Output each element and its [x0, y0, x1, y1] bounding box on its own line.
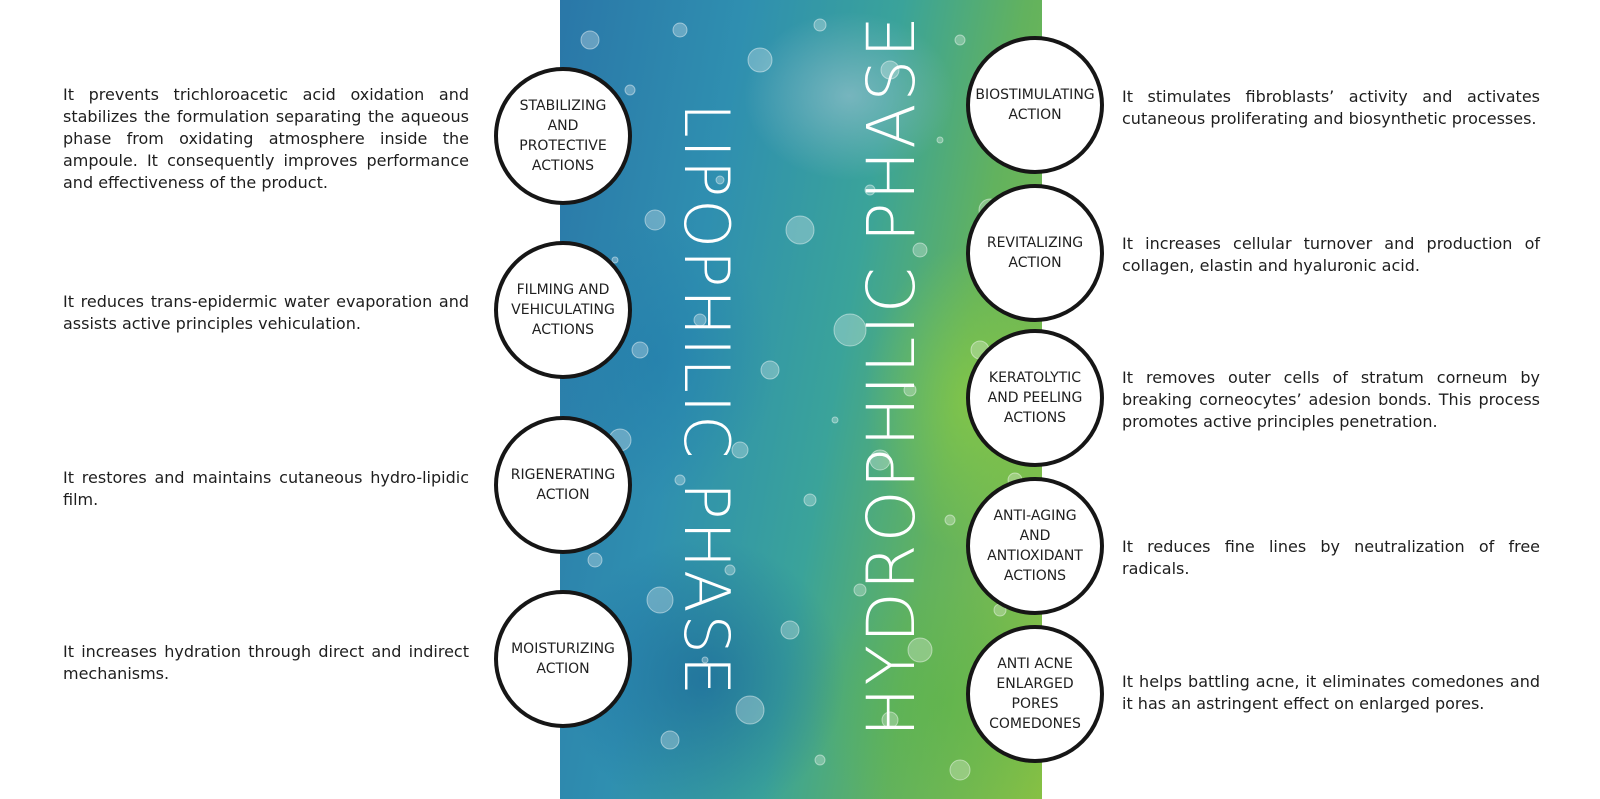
revitalizing-label: REVITALIZING ACTION: [986, 235, 1084, 271]
anti-acne-circle: ANTI ACNE ENLARGED PORES COMEDONES: [966, 625, 1104, 763]
anti-aging-description: It reduces fine lines by neutralization …: [1122, 537, 1540, 578]
keratolytic-description: It removes outer cells of stratum corneu…: [1122, 368, 1540, 431]
revitalizing-description: It increases cellular turnover and produ…: [1122, 234, 1540, 275]
moisturizing-description: It increases hydration through direct an…: [63, 642, 469, 683]
anti-aging-circle: ANTI-AGING AND ANTIOXIDANT ACTIONS: [966, 477, 1104, 615]
filming-label: FILMING AND VEHICULATING ACTIONS: [511, 282, 615, 338]
anti-aging-label: ANTI-AGING AND ANTIOXIDANT ACTIONS: [987, 508, 1083, 584]
water-droplet-background: [560, 0, 1042, 799]
stabilizing-label: STABILIZING AND PROTECTIVE ACTIONS: [519, 98, 607, 174]
moisturizing-circle: MOISTURIZING ACTION: [494, 590, 632, 728]
filming-circle: FILMING AND VEHICULATING ACTIONS: [494, 241, 632, 379]
biostimulating-circle: BIOSTIMULATING ACTION: [966, 36, 1104, 174]
biostimulating-description: It stimulates fibroblasts’ activity and …: [1122, 87, 1540, 128]
biostimulating-label: BIOSTIMULATING ACTION: [975, 87, 1095, 123]
hydrophilic-phase-title: HYDROPHILIC PHASE: [853, 14, 930, 737]
keratolytic-circle: KERATOLYTIC AND PEELING ACTIONS: [966, 329, 1104, 467]
filming-description: It reduces trans-epidermic water evapora…: [63, 292, 469, 333]
anti-acne-label: ANTI ACNE ENLARGED PORES COMEDONES: [989, 656, 1081, 732]
keratolytic-label: KERATOLYTIC AND PEELING ACTIONS: [987, 370, 1083, 426]
stabilizing-circle: STABILIZING AND PROTECTIVE ACTIONS: [494, 67, 632, 205]
stabilizing-description: It prevents trichloroacetic acid oxidati…: [63, 85, 469, 192]
rigenerating-description: It restores and maintains cutaneous hydr…: [63, 468, 469, 509]
rigenerating-label: RIGENERATING ACTION: [510, 467, 616, 503]
revitalizing-circle: REVITALIZING ACTION: [966, 184, 1104, 322]
droplets-decoration: [571, 18, 1026, 781]
lipophilic-phase-title: LIPOPHILIC PHASE: [670, 103, 743, 698]
moisturizing-label: MOISTURIZING ACTION: [511, 641, 615, 677]
anti-acne-description: It helps battling acne, it eliminates co…: [1122, 672, 1540, 713]
rigenerating-circle: RIGENERATING ACTION: [494, 416, 632, 554]
